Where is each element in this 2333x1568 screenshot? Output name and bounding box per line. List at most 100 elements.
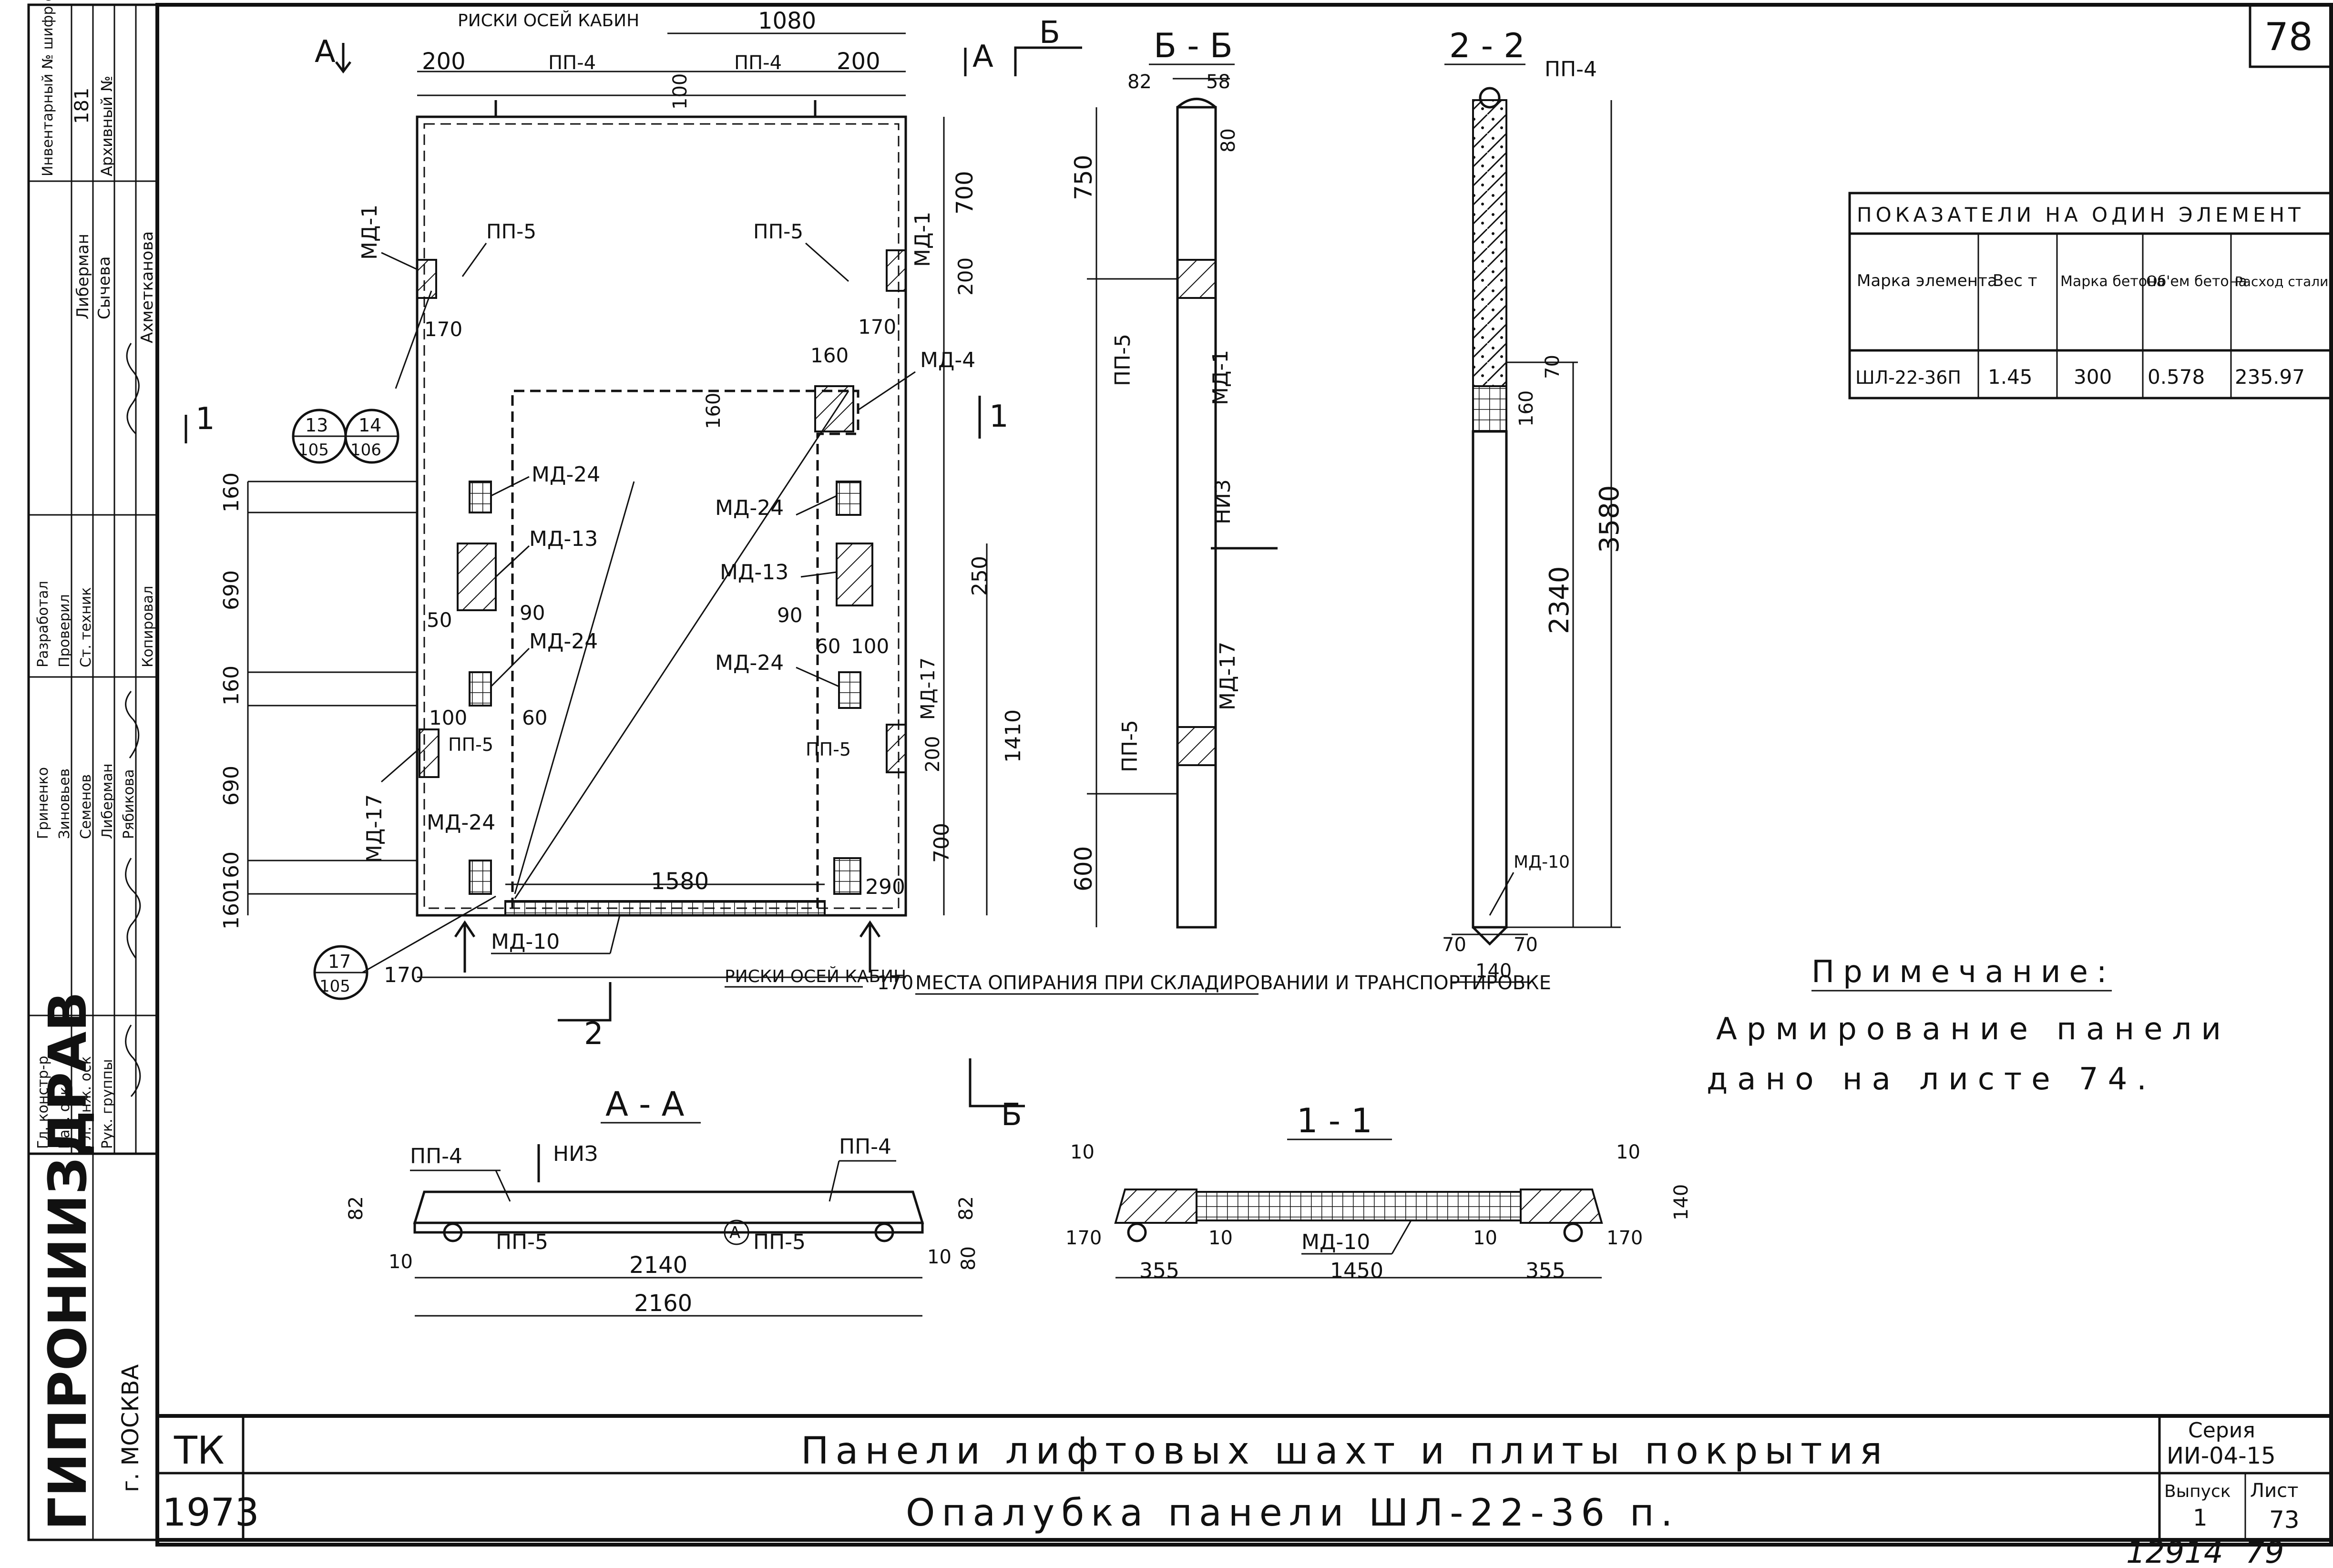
aa-label-niz: НИЗ [553, 1142, 598, 1166]
stamp-archive: Архивный № [98, 76, 116, 176]
dim-50: 50 [427, 608, 452, 632]
handwritten-page: 79 [2245, 1535, 2284, 1568]
note-line-1: Армирование панели [1716, 1012, 2231, 1047]
bb-dim-82: 82 [1127, 71, 1152, 93]
code: ТК [174, 1428, 225, 1473]
year: 1973 [162, 1490, 259, 1535]
dim-200-l: 200 [422, 48, 466, 75]
dim-290: 290 [865, 875, 905, 899]
dim-90-r: 90 [777, 604, 802, 627]
list-value: 73 [2269, 1506, 2300, 1534]
callout-14-106: 14 106 [344, 409, 399, 464]
handwritten-number: 12914 [2126, 1535, 2223, 1568]
axis-marks-top: РИСКИ ОСЕЙ КАБИН [458, 10, 639, 31]
s22-dim-70-top: 70 [1542, 355, 1564, 379]
svg-text:105: 105 [319, 977, 350, 996]
label-md13-l: МД-13 [529, 527, 598, 551]
label-md17-l: МД-17 [362, 794, 387, 863]
section-22: 2 - 2 ПП-4 70 160 3580 2340 МД-10 70 70 … [1442, 26, 1625, 983]
label-md24-5: МД-24 [715, 651, 784, 675]
s11-label-md10: МД-10 [1301, 1230, 1370, 1254]
support-note: МЕСТА ОПИРАНИЯ ПРИ СКЛАДИРОВАНИИ И ТРАНС… [915, 972, 1551, 994]
bb-dim-80: 80 [1218, 128, 1239, 153]
aa-dim-10-l: 10 [389, 1251, 413, 1273]
label-md1-l: МД-1 [358, 205, 382, 260]
table-cell-weight: 1.45 [1988, 365, 2033, 389]
dim-1410: 1410 [1001, 709, 1025, 763]
s11-dim-10-l: 10 [1208, 1227, 1233, 1249]
section-bb-title: Б - Б [1154, 26, 1233, 65]
s11-dim-10-r: 10 [1473, 1227, 1497, 1249]
section-mark-a-right: А [972, 39, 993, 74]
stamp-role-a1: Разработал [35, 581, 51, 667]
aa-dim-82-l: 82 [345, 1196, 367, 1220]
stamp-name-2: Сычева [95, 256, 114, 319]
dim-160-l4: 160 [219, 890, 244, 930]
note-line-2: дано на листе 74. [1707, 1062, 2156, 1097]
table-cell-concrete: 300 [2074, 365, 2112, 389]
section-aa: А - А ПП-4 ПП-4 ПП-5 ПП-5 НИЗ А 82 82 10… [345, 1085, 980, 1317]
label-md4: МД-4 [920, 348, 975, 372]
table-header-5: Расход стали кг [2235, 274, 2333, 289]
section-22-title: 2 - 2 [1449, 26, 1525, 65]
dim-160-vert: 160 [703, 393, 725, 429]
aa-label-pp5-r: ПП-5 [753, 1230, 806, 1254]
s22-dim-160: 160 [1515, 390, 1537, 427]
svg-text:14: 14 [358, 415, 381, 436]
panel-elevation: А А Б 1 1 2 Б РИСКИ ОСЕЙ КАБИН РИСКИ ОСЕ… [184, 8, 1551, 1133]
dim-60-r: 60 [815, 635, 840, 658]
label-pp5-r: ПП-5 [753, 220, 803, 243]
label-md1-r: МД-1 [911, 212, 935, 267]
svg-text:105: 105 [298, 441, 329, 460]
panel-opening [511, 389, 860, 908]
table-cell-steel: 235.97 [2235, 365, 2305, 389]
title-line-1: Панели лифтовых шахт и плиты покрытия [801, 1430, 1889, 1473]
bb-dim-750: 750 [1070, 155, 1097, 200]
aa-dim-2140: 2140 [629, 1252, 687, 1279]
section-11-title: 1 - 1 [1297, 1101, 1372, 1140]
note-heading: Примечание: [1811, 954, 2115, 990]
s11-dim-10-tl: 10 [1070, 1141, 1095, 1163]
dim-170-br: 170 [877, 972, 913, 994]
dim-90-l: 90 [520, 601, 545, 625]
stamp-person-3: Семенов [78, 774, 94, 839]
section-mark-1-right: 1 [989, 399, 1009, 434]
s11-dim-1450: 1450 [1330, 1259, 1383, 1283]
s22-dim-2340: 2340 [1544, 566, 1575, 634]
dim-160-l3: 160 [219, 851, 244, 892]
list-label: Лист [2250, 1480, 2298, 1502]
dim-170-l: 170 [424, 318, 462, 341]
dim-170-r: 170 [858, 315, 896, 338]
dim-60-l: 60 [522, 706, 547, 729]
label-md10: МД-10 [491, 930, 560, 954]
title-block: ТК 1973 Панели лифтовых шахт и плиты пок… [155, 1414, 2333, 1542]
dim-200-r: 200 [837, 48, 880, 75]
aa-dim-2160: 2160 [634, 1290, 692, 1317]
s22-dim-70-r: 70 [1514, 934, 1538, 956]
table-cell-mark: ШЛ-22-36П [1855, 367, 1961, 388]
label-md17-r: МД-17 [917, 657, 939, 720]
table-header-4: Об'ем бетона [2146, 273, 2247, 290]
callout-17-105: 17 105 [313, 945, 368, 1000]
label-pp5-r2: ПП-5 [806, 739, 851, 760]
note: Примечание: Армирование панели дано на л… [1707, 954, 2231, 1097]
svg-text:106: 106 [350, 441, 381, 460]
dim-250: 250 [968, 556, 992, 596]
aa-dim-10-r: 10 [927, 1246, 952, 1268]
aa-dim-82-r: 82 [955, 1196, 977, 1220]
s11-dim-140: 140 [1670, 1184, 1692, 1220]
svg-text:17: 17 [328, 951, 351, 972]
stamp-role-b1: Гл. констр-р [35, 1056, 51, 1149]
label-md24-4: МД-24 [715, 496, 784, 520]
s22-dim-3580: 3580 [1594, 485, 1625, 553]
section-mark-b-top: Б [1039, 15, 1060, 51]
s11-dim-355-l: 355 [1139, 1259, 1179, 1283]
s22-dim-140: 140 [1475, 960, 1512, 982]
s22-label-md10: МД-10 [1514, 852, 1570, 872]
bb-label-md1: МД-1 [1208, 350, 1233, 405]
s22-label-pp4: ПП-4 [1545, 57, 1597, 82]
sheet-number: 78 [2264, 15, 2313, 59]
dim-160-top: 160 [810, 344, 849, 367]
stamp-name-3: Ахметканова [138, 231, 157, 343]
